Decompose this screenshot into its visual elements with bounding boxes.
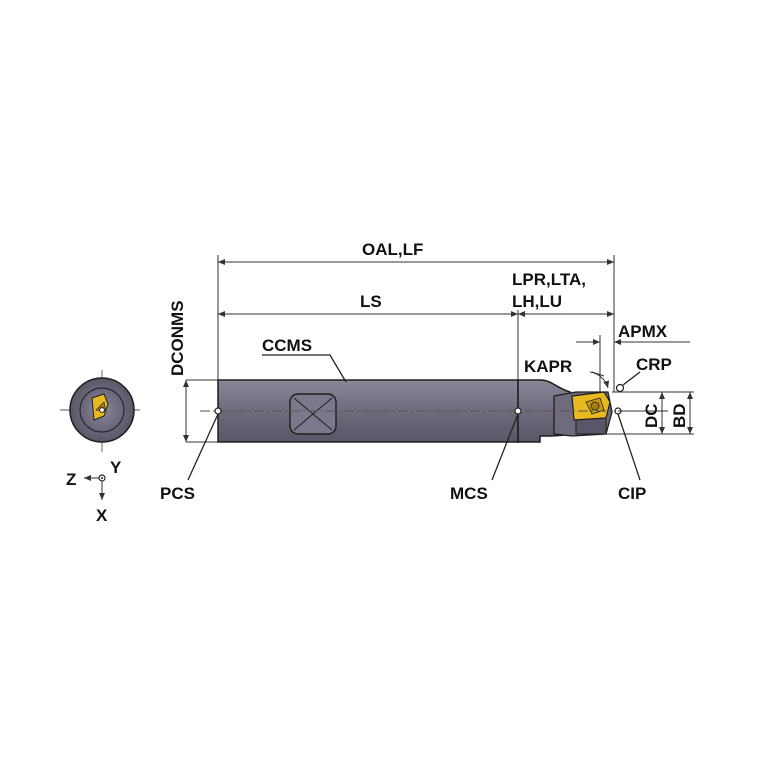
end-view	[60, 370, 140, 455]
kapr-label: KAPR	[524, 357, 572, 376]
insert-screw	[590, 401, 600, 411]
lh-lu-label: LH,LU	[512, 292, 562, 311]
ls-label: LS	[360, 292, 382, 311]
pcs-label: PCS	[160, 484, 195, 503]
crp-point	[615, 383, 625, 393]
dc-label: DC	[642, 403, 661, 428]
wrench-flat-cross-b	[293, 397, 333, 431]
axis-y-label: Y	[110, 458, 122, 477]
tool-body	[200, 379, 628, 443]
dconms-label: DCONMS	[168, 300, 187, 376]
crp-leader	[622, 371, 641, 386]
kapr-arc	[589, 371, 610, 389]
ccms-label: CCMS	[262, 336, 312, 355]
crp-label: CRP	[636, 355, 672, 374]
pcs-leader	[187, 413, 219, 481]
ccms-leader	[262, 354, 347, 383]
pcs-point	[214, 407, 222, 415]
lpr-lta-label: LPR,LTA,	[512, 270, 586, 289]
bd-label: BD	[670, 403, 689, 428]
kapr-ref-line	[591, 371, 605, 377]
apmx-label: APMX	[618, 322, 668, 341]
oal-lf-label: OAL,LF	[362, 240, 423, 259]
cip-leader	[617, 413, 641, 481]
mcs-label: MCS	[450, 484, 488, 503]
insert-pocket	[575, 417, 607, 435]
end-view-inner-circle	[79, 387, 125, 433]
end-view-center-point	[99, 407, 105, 413]
mcs-leader	[491, 413, 519, 481]
coordinate-axes: Z Y X	[66, 458, 122, 525]
mcs-point	[514, 407, 522, 415]
y-axis-dot	[101, 477, 103, 479]
dimensions: OAL,LF LS LPR,LTA, LH,LU APMX KAPR CRP D…	[160, 240, 694, 503]
axis-z-label: Z	[66, 470, 76, 489]
axis-x-label: X	[96, 506, 108, 525]
cip-label: CIP	[618, 484, 646, 503]
